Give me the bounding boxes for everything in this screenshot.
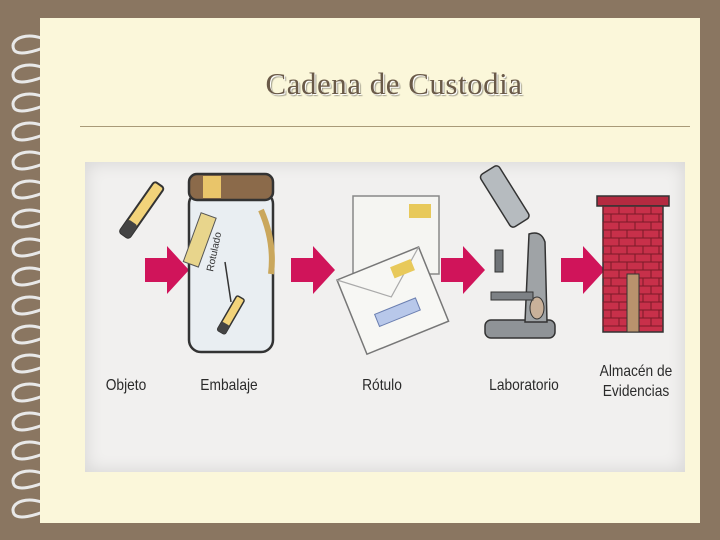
step-label-rotulo: Rótulo <box>352 376 412 396</box>
object-icon <box>119 181 164 239</box>
arrow-icon <box>441 246 485 294</box>
evidence-jar-icon <box>183 174 273 352</box>
envelope-icon <box>337 196 449 354</box>
storage-building-icon <box>597 196 669 332</box>
arrow-icon <box>291 246 335 294</box>
step-label-laboratorio: Laboratorio <box>485 376 562 396</box>
step-label-embalaje: Embalaje <box>195 376 264 396</box>
title-divider <box>80 126 690 127</box>
microscope-icon <box>479 164 555 338</box>
arrow-icon <box>561 246 605 294</box>
step-label-objeto: Objeto <box>96 376 156 396</box>
arrow-icon <box>145 246 189 294</box>
chain-of-custody-diagram: Rotulado <box>85 162 685 472</box>
step-label-almacen: Almacén de Evidencias <box>597 362 674 402</box>
slide-title: Cadena de Custodia <box>64 66 720 102</box>
